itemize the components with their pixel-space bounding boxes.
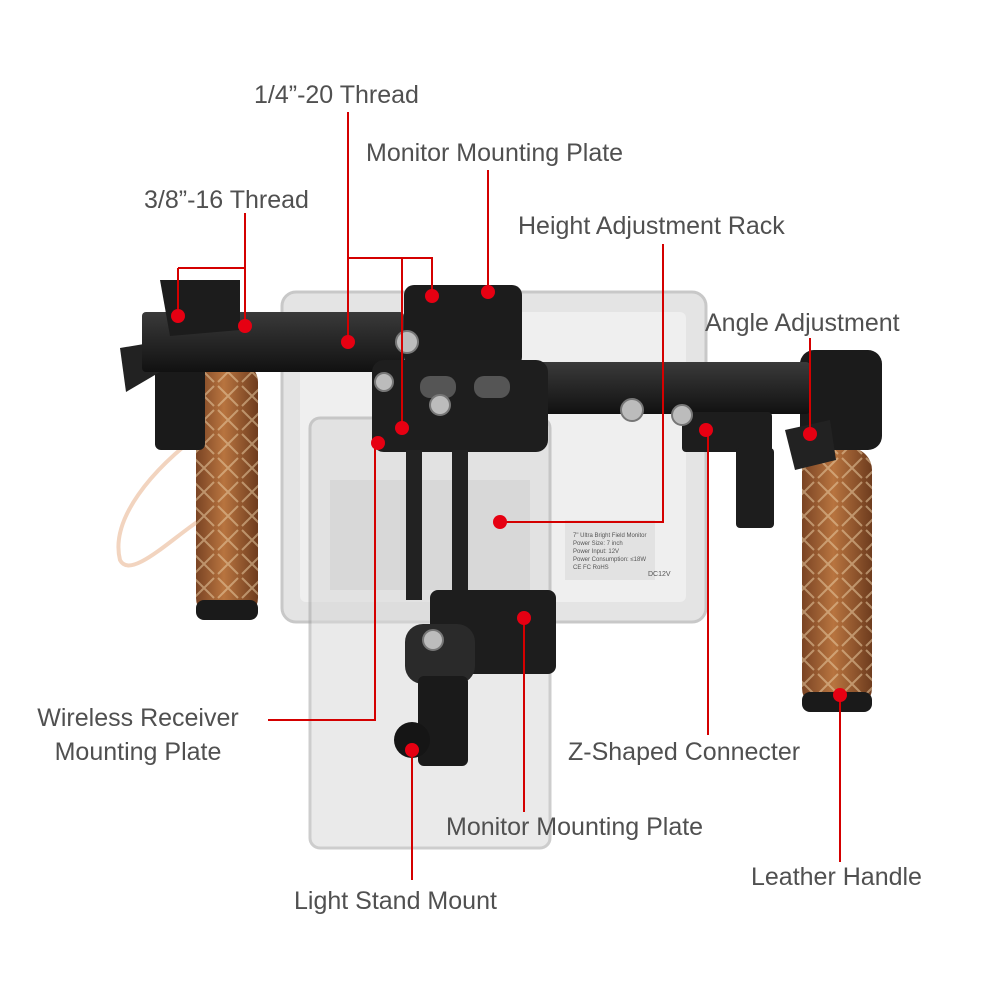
label-monitor-plate-bottom: Monitor Mounting Plate xyxy=(446,813,704,841)
label-thread-three-eighths: 3/8”-16 Thread xyxy=(144,186,309,214)
thumb-screw-icon xyxy=(671,404,693,426)
slot-right xyxy=(474,376,510,398)
dot-quarter-2 xyxy=(341,335,355,349)
monitor-spec-line4: Power Consumption: ≤18W xyxy=(573,557,646,563)
slot-left xyxy=(420,376,456,398)
dot-quarter-3 xyxy=(395,421,409,435)
z-connector xyxy=(682,412,774,528)
leader-thread-three-eighths xyxy=(177,213,246,326)
ghost-cable xyxy=(116,428,207,568)
monitor-spec-line2: Power Size: 7 inch xyxy=(573,541,623,547)
label-angle-adjustment: Angle Adjustment xyxy=(705,309,900,337)
leader-thread-quarter xyxy=(347,112,433,428)
thumb-screw-icon xyxy=(422,629,444,651)
thumb-screw-icon xyxy=(429,394,451,416)
label-wireless-receiver-line2: Mounting Plate xyxy=(54,738,222,766)
label-light-stand: Light Stand Mount xyxy=(294,887,497,915)
right-leather-handle xyxy=(802,448,872,712)
thumb-screw-icon xyxy=(620,398,644,422)
thumb-screw-icon xyxy=(395,330,419,354)
label-leather-handle: Leather Handle xyxy=(751,863,922,891)
dot-receiver xyxy=(371,436,385,450)
dot-plate-bottom xyxy=(517,611,531,625)
label-monitor-plate-top: Monitor Mounting Plate xyxy=(366,139,624,167)
label-height-rack: Height Adjustment Rack xyxy=(518,212,785,240)
label-z-connector: Z-Shaped Connecter xyxy=(568,738,801,766)
monitor-plate-top xyxy=(404,285,522,367)
leader-wireless-receiver xyxy=(268,446,376,721)
left-leather-handle xyxy=(196,362,258,620)
dot-angle xyxy=(803,427,817,441)
monitor-spec-line1: 7" Ultra Bright Field Monitor xyxy=(573,533,647,539)
callout-dots xyxy=(171,285,847,757)
dot-eighths-2 xyxy=(238,319,252,333)
label-wireless-receiver: Wireless Receiver Mounting Plate xyxy=(30,701,246,769)
height-rack xyxy=(406,450,468,600)
dot-handle xyxy=(833,688,847,702)
dot-eighths-1 xyxy=(171,309,185,323)
right-lever-icon xyxy=(785,420,836,470)
leader-lines xyxy=(177,112,841,880)
thumb-screw-icon xyxy=(374,372,394,392)
monitor-spec-line3: Power Input: 12V xyxy=(573,549,619,555)
dot-z xyxy=(699,423,713,437)
label-wireless-receiver-line1: Wireless Receiver xyxy=(37,704,239,732)
label-thread-quarter: 1/4”-20 Thread xyxy=(254,81,419,109)
monitor-plate-front xyxy=(372,360,548,452)
dot-plate-top xyxy=(481,285,495,299)
leader-height-rack xyxy=(500,244,664,523)
dot-light-stand xyxy=(405,743,419,757)
monitor-spec-line5: CE FC RoHS xyxy=(573,565,609,571)
dot-quarter-1 xyxy=(425,289,439,303)
monitor-dc-label: DC12V xyxy=(648,571,671,578)
dot-rack xyxy=(493,515,507,529)
